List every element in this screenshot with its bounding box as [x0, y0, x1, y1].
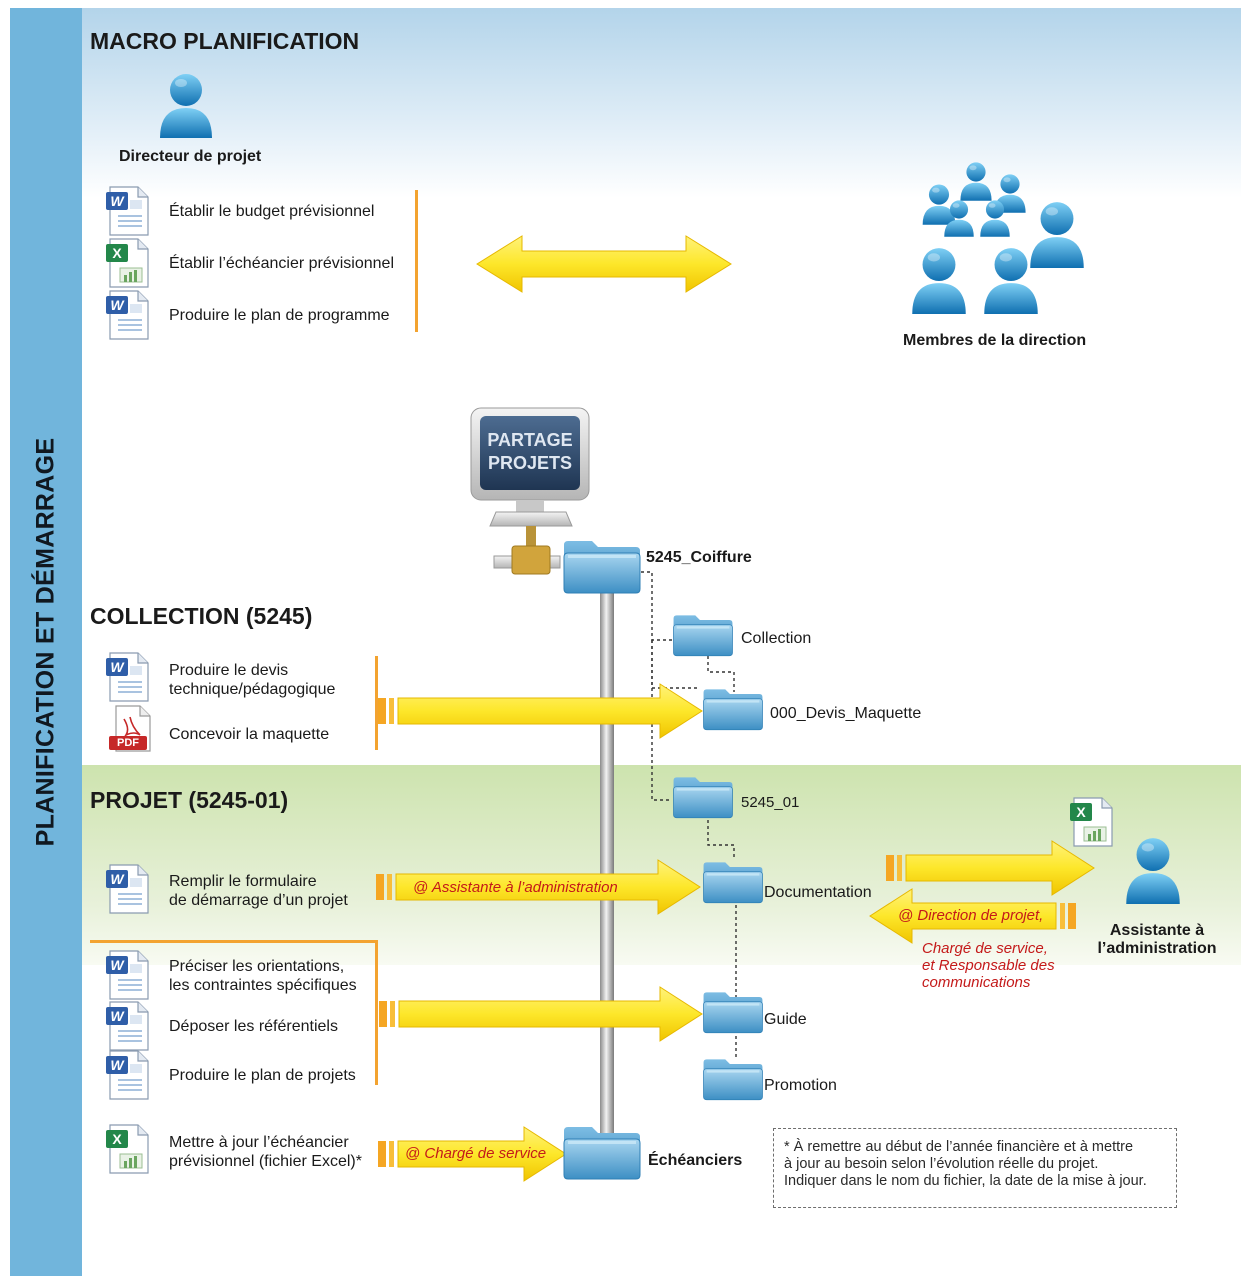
return-role-line4: communications	[922, 974, 1031, 991]
macro-task-2: Établir l’échéancier prévisionnel	[169, 255, 395, 272]
guide-bracket-top	[90, 940, 378, 943]
assistant-person-icon	[1122, 834, 1184, 906]
word-doc-icon	[104, 864, 152, 914]
macro-bracket	[415, 190, 418, 332]
return-role-label: @ Direction de projet,	[898, 907, 1044, 924]
folder-projet-label: 5245_01	[741, 794, 800, 811]
word-doc-icon	[104, 186, 152, 236]
main-pipe	[600, 585, 614, 1145]
screen-line2: PROJETS	[488, 453, 572, 473]
collection-task-1-line2: technique/pédagogique	[169, 681, 336, 698]
guide-task-1-line2: les contraintes spécifiques	[169, 977, 357, 994]
arrow-formulaire	[376, 859, 701, 915]
folder-icon	[562, 535, 642, 595]
arrow-collection	[378, 683, 703, 739]
guide-task-1-line1: Préciser les orientations,	[169, 958, 345, 975]
folder-icon	[562, 1118, 642, 1184]
ech-task-line1: Mettre à jour l’échéancier	[169, 1134, 349, 1151]
folder-icon	[702, 857, 764, 905]
members-group-icon	[900, 160, 1100, 320]
folder-icon	[672, 772, 734, 820]
folder-icon	[702, 987, 764, 1035]
footnote-line1: * À remettre au début de l’année financi…	[784, 1139, 1134, 1155]
pdf-badge: PDF	[117, 737, 139, 749]
macro-title: MACRO PLANIFICATION	[90, 28, 360, 54]
projet-title: PROJET (5245-01)	[90, 787, 289, 813]
excel-doc-icon	[1068, 797, 1116, 847]
word-doc-icon	[104, 1050, 152, 1100]
macro-task-3: Produire le plan de programme	[169, 307, 390, 324]
director-label: Directeur de projet	[119, 148, 262, 165]
assistant-label: Assistante à l’administration	[1090, 922, 1224, 958]
ech-task-line2: prévisionnel (fichier Excel)*	[169, 1153, 362, 1170]
collection-bracket	[375, 656, 378, 750]
collection-title: COLLECTION (5245)	[90, 603, 313, 629]
director-person-icon	[156, 70, 216, 140]
assistant-label-line2: l’administration	[1097, 940, 1217, 957]
arrow-guide	[379, 986, 703, 1042]
server-monitor-icon: PARTAGE PROJETS	[470, 407, 590, 575]
ech-role-label: @ Chargé de service	[405, 1145, 547, 1162]
pdf-icon: PDF	[108, 705, 154, 753]
footnote-box: * À remettre au début de l’année financi…	[773, 1128, 1177, 1208]
projet-form-line1: Remplir le formulaire	[169, 873, 317, 890]
arrow-echeanciers	[378, 1126, 567, 1182]
word-doc-icon	[104, 1001, 152, 1051]
side-bar	[10, 8, 82, 1276]
projet-form-line2: de démarrage d’un projet	[169, 892, 348, 909]
excel-doc-icon	[104, 238, 152, 288]
folder-icon	[672, 610, 734, 658]
macro-task-1: Établir le budget prévisionnel	[169, 203, 375, 220]
return-role-line2: Chargé de service,	[922, 940, 1048, 957]
excel-doc-icon	[104, 1124, 152, 1174]
return-role-line3: et Responsable des	[922, 957, 1055, 974]
footnote-line3: Indiquer dans le nom du fichier, la date…	[784, 1173, 1147, 1189]
collection-task-2: Concevoir la maquette	[169, 726, 330, 743]
folder-root-label: 5245_Coiffure	[646, 549, 752, 566]
folder-documentation-label: Documentation	[764, 884, 872, 901]
folder-promotion-label: Promotion	[764, 1077, 837, 1094]
collection-task-1-line1: Produire le devis	[169, 662, 289, 679]
assistant-label-line1: Assistante à	[1109, 922, 1205, 939]
arrow-from-assistant	[869, 888, 1076, 944]
guide-bracket	[375, 940, 378, 1085]
double-arrow-macro	[476, 235, 732, 293]
return-role-more: Chargé de service, et Responsable des co…	[922, 940, 1055, 991]
macro-band	[82, 8, 1241, 198]
folder-guide-label: Guide	[764, 1011, 807, 1028]
folder-collection-label: Collection	[741, 630, 812, 647]
folder-icon	[702, 684, 764, 732]
tree-connectors	[641, 571, 737, 1060]
word-doc-icon	[104, 652, 152, 702]
guide-task-3: Produire le plan de projets	[169, 1067, 356, 1084]
folder-devis-label: 000_Devis_Maquette	[770, 705, 922, 722]
word-doc-icon	[104, 950, 152, 1000]
folder-icon	[702, 1054, 764, 1102]
form-role-label: @ Assistante à l’administration	[413, 879, 618, 896]
arrow-to-assistant	[886, 840, 1095, 896]
word-doc-icon	[104, 290, 152, 340]
screen-line1: PARTAGE	[487, 430, 572, 450]
folder-echeanciers-label: Échéanciers	[648, 1152, 743, 1169]
footnote-line2: à jour au besoin selon l’évolution réell…	[784, 1156, 1099, 1172]
members-label: Membres de la direction	[903, 332, 1087, 349]
guide-task-2: Déposer les référentiels	[169, 1018, 338, 1035]
